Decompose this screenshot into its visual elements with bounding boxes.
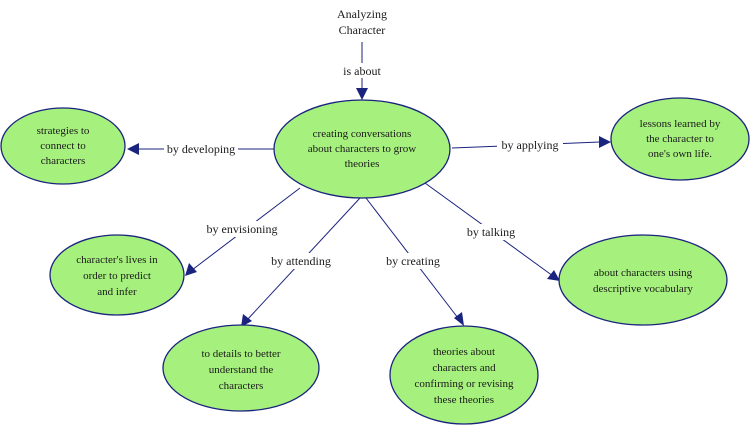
node-details: to details to better understand the char… — [162, 324, 320, 412]
arrowhead-vocabulary — [547, 270, 560, 281]
strategies-line-1: strategies to — [37, 125, 90, 137]
label-by-creating: by creating — [386, 254, 440, 268]
lessons-line-2: the character to — [646, 133, 714, 145]
strategies-line-2: connect to — [40, 140, 86, 152]
lives-line-3: and infer — [97, 286, 137, 298]
arrowhead-details — [241, 314, 252, 327]
arrowhead-theories — [454, 312, 464, 326]
node-lives: character's lives in order to predict an… — [49, 234, 185, 316]
root-line-2: Character — [339, 23, 386, 37]
theories-line-2: characters and — [432, 362, 496, 374]
arrowhead-lives — [185, 263, 197, 276]
theories-line-4: these theories — [434, 394, 494, 406]
strategies-line-3: characters — [41, 155, 86, 167]
node-theories: theories about characters and confirming… — [389, 325, 539, 425]
lives-line-1: character's lives in — [76, 254, 158, 266]
link-labels: is about by developing by applying by en… — [164, 63, 563, 269]
details-line-1: to details to better — [201, 348, 280, 360]
central-node: creating conversations about characters … — [273, 99, 451, 199]
arrowhead-central — [356, 88, 368, 100]
label-by-developing: by developing — [167, 142, 235, 156]
label-is-about: is about — [343, 64, 381, 78]
node-vocabulary: about characters using descriptive vocab… — [558, 234, 728, 326]
node-strategies: strategies to connect to characters — [0, 107, 126, 185]
root-concept: Analyzing Character — [337, 7, 387, 37]
root-line-1: Analyzing — [337, 7, 387, 21]
central-line-2: about characters to grow — [308, 143, 416, 155]
label-by-envisioning: by envisioning — [207, 222, 278, 236]
label-by-attending: by attending — [271, 254, 331, 268]
label-by-talking: by talking — [467, 225, 515, 239]
theories-line-3: confirming or revising — [415, 378, 514, 390]
lessons-line-3: one's own life. — [648, 148, 712, 160]
node-lessons: lessons learned by the character to one'… — [610, 97, 750, 181]
details-line-2: understand the — [209, 364, 274, 376]
details-line-3: characters — [219, 380, 264, 392]
label-by-applying: by applying — [502, 138, 559, 152]
vocabulary-line-2: descriptive vocabulary — [593, 283, 693, 295]
lives-line-2: order to predict — [83, 270, 151, 282]
theories-line-1: theories about — [433, 346, 495, 358]
arrowhead-strategies — [127, 143, 139, 155]
arrowhead-lessons — [599, 136, 611, 148]
vocabulary-line-1: about characters using — [594, 267, 693, 279]
central-line-3: theories — [345, 158, 380, 170]
central-line-1: creating conversations — [313, 128, 412, 140]
lessons-line-1: lessons learned by — [640, 118, 721, 130]
